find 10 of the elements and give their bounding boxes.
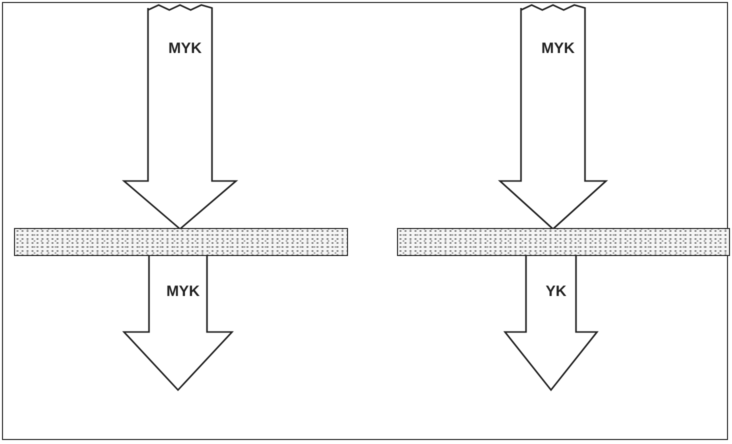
block-arrow (498, 4, 608, 230)
filter-bar (397, 228, 730, 256)
block-arrow (122, 4, 238, 230)
edge-label: MYK (166, 283, 200, 300)
block-arrow (503, 255, 599, 392)
edge-label: MYK (541, 40, 575, 57)
block-arrow (122, 255, 234, 392)
edge-label: MYK (168, 40, 202, 57)
edge-label: YK (546, 283, 566, 300)
filter-bar (14, 228, 348, 256)
